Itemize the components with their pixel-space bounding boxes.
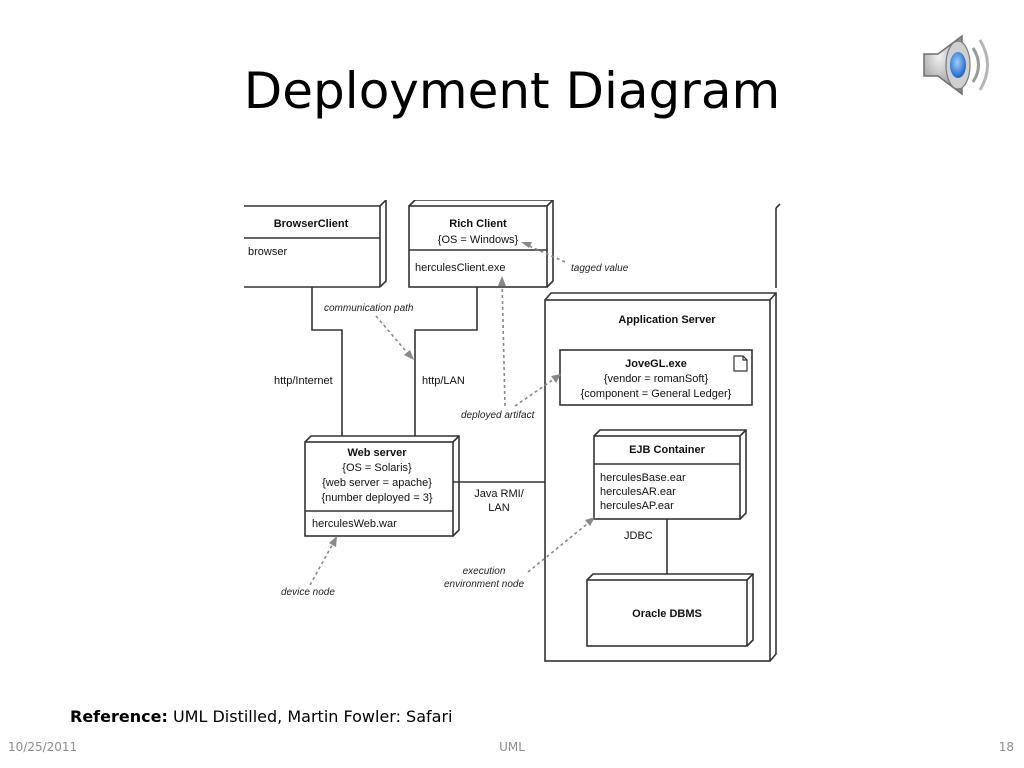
java-rmi-label-2: LAN	[488, 502, 509, 514]
web-server-title: Web server	[347, 447, 407, 459]
deployed-artifact-annotation: deployed artifact	[461, 410, 536, 421]
footer-center: UML	[499, 740, 525, 754]
footer-page-number: 18	[998, 740, 1014, 754]
web-server-tag-deployed: {number deployed = 3}	[321, 492, 432, 504]
tagged-value-annotation: tagged value	[571, 263, 629, 274]
ejb-artifact-ar: herculesAR.ear	[600, 486, 676, 498]
reference-text: UML Distilled, Martin Fowler: Safari	[172, 707, 453, 726]
web-server-artifact: herculesWeb.war	[312, 518, 397, 530]
jovegl-tag-vendor: {vendor = romanSoft}	[604, 373, 709, 385]
document-icon	[733, 355, 748, 372]
web-server-tag-apache: {web server = apache}	[322, 477, 432, 489]
jovegl-tag-component: {component = General Ledger}	[581, 388, 732, 400]
browser-client-title: BrowserClient	[274, 218, 349, 230]
app-server-title: Application Server	[618, 314, 716, 326]
oracle-dbms-title: Oracle DBMS	[632, 608, 702, 620]
browser-artifact: browser	[248, 246, 287, 258]
deployment-diagram: BrowserClient browser Rich Client {OS = …	[244, 200, 781, 662]
rich-client-artifact: herculesClient.exe	[415, 262, 506, 274]
reference-label: Reference:	[70, 707, 168, 726]
http-lan-label: http/LAN	[422, 375, 465, 387]
java-rmi-label-1: Java RMI/	[474, 488, 524, 500]
ejb-artifact-ap: herculesAP.ear	[600, 500, 674, 512]
web-server-tag-os: {OS = Solaris}	[342, 462, 412, 474]
footer-date: 10/25/2011	[8, 740, 78, 754]
rich-client-title: Rich Client	[449, 218, 507, 230]
rich-client-tag: {OS = Windows}	[438, 234, 519, 246]
communication-path-annotation: communication path	[324, 303, 414, 314]
device-node-annotation: device node	[281, 587, 335, 598]
ejb-container-title: EJB Container	[629, 444, 706, 456]
execution-annotation-1: execution	[463, 566, 506, 577]
ejb-artifact-base: herculesBase.ear	[600, 472, 686, 484]
http-internet-label: http/Internet	[274, 375, 333, 387]
speaker-icon[interactable]	[918, 30, 994, 100]
jdbc-label: JDBC	[624, 530, 653, 542]
reference-line: Reference: UML Distilled, Martin Fowler:…	[70, 707, 452, 726]
jovegl-title: JoveGL.exe	[625, 358, 687, 370]
slide-title: Deployment Diagram	[243, 62, 781, 120]
execution-annotation-2: environment node	[444, 579, 524, 590]
